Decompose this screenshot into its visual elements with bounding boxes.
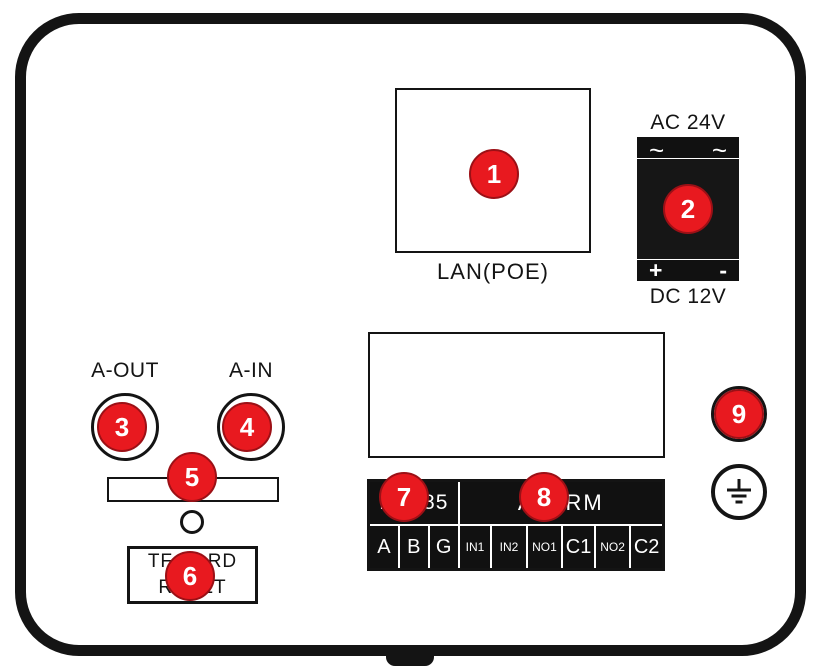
audio-in-jack — [217, 393, 285, 461]
ac-terminal-bar: ~ ~ — [637, 137, 739, 163]
callout-marker-6: 6 — [165, 551, 215, 601]
audio-in-label: A-IN — [229, 359, 273, 382]
terminal-cell-g: G — [429, 526, 458, 568]
terminal-cell-c1: C1 — [563, 526, 594, 568]
terminal-cell-in1: IN1 — [459, 526, 491, 568]
audio-out-jack — [91, 393, 159, 461]
lan-port-label: LAN(POE) — [437, 259, 549, 284]
ac-24v-label: AC 24V — [650, 111, 726, 134]
lan-port-box — [395, 88, 591, 253]
audio-out-label: A-OUT — [91, 359, 159, 382]
callout-marker-1: 1 — [469, 149, 519, 199]
terminal-cell-a: A — [370, 526, 398, 568]
terminal-cell-no2: NO2 — [595, 526, 630, 568]
callout-marker-3: 3 — [97, 402, 147, 452]
callout-marker-9: 9 — [714, 389, 764, 439]
dc-12v-label: DC 12V — [649, 285, 727, 308]
terminal-cell-no1: NO1 — [527, 526, 562, 568]
minus-icon: - — [719, 257, 727, 283]
callout-marker-7: 7 — [379, 472, 429, 522]
reset-hole — [180, 510, 204, 534]
terminal-cell-c2: C2 — [631, 526, 662, 568]
ground-terminal — [711, 464, 767, 520]
terminal-cell-in2: IN2 — [492, 526, 526, 568]
callout-marker-5: 5 — [167, 452, 217, 502]
terminal-cell-b: B — [399, 526, 428, 568]
terminal-block: RS485 ALARM A B G IN1 IN2 NO1 C1 NO2 C2 — [367, 479, 665, 571]
callout-marker-2: 2 — [663, 184, 713, 234]
callout-marker-8: 8 — [519, 472, 569, 522]
dc-terminal-bar: + - — [637, 257, 739, 283]
bottom-notch — [386, 645, 434, 666]
ground-screw-ring — [711, 386, 767, 442]
plus-icon: + — [649, 257, 663, 283]
connector-housing-box — [368, 332, 665, 458]
callout-marker-4: 4 — [222, 402, 272, 452]
earth-ground-icon — [727, 479, 751, 504]
